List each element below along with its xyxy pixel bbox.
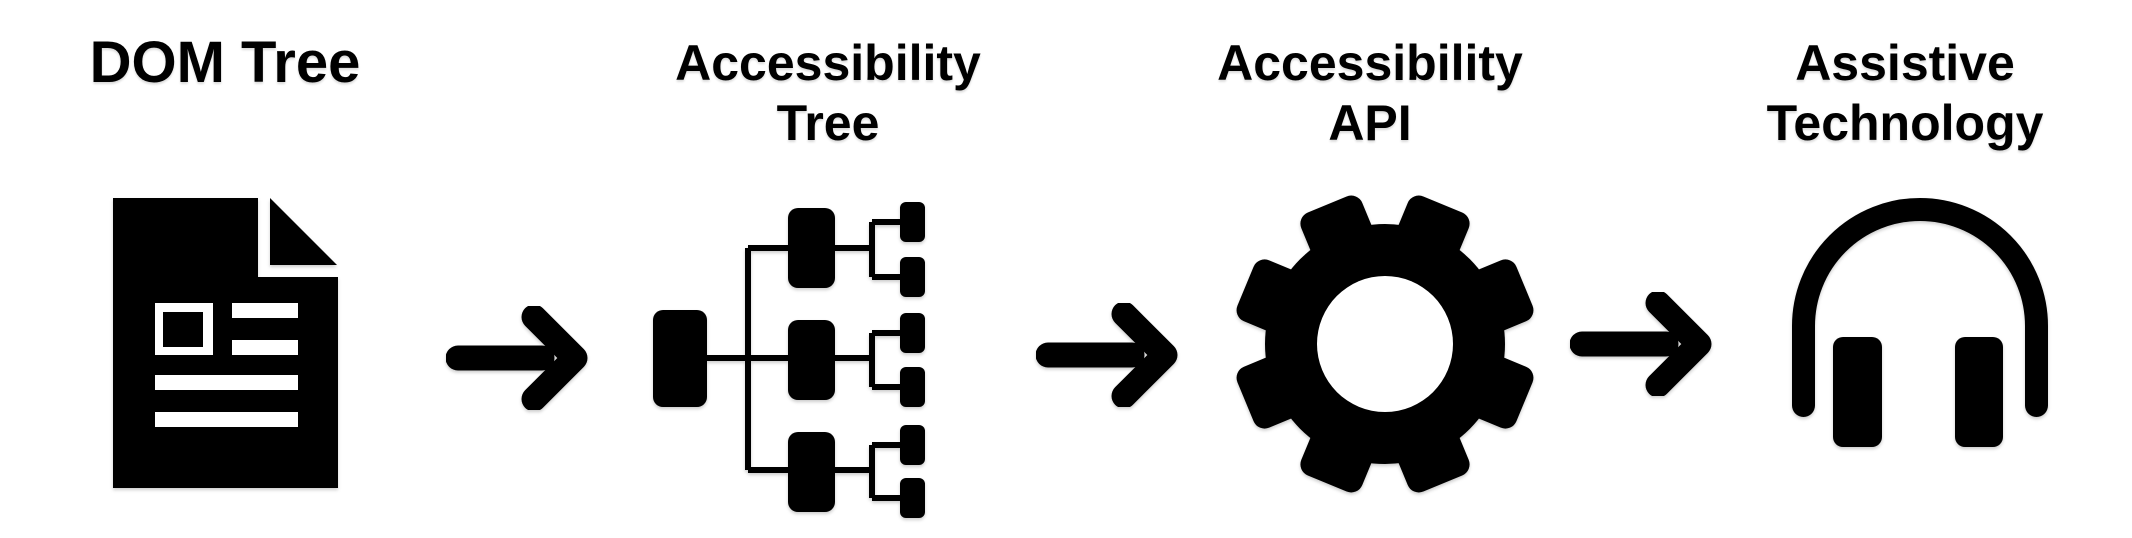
right-arrow-icon — [1570, 292, 1712, 396]
stage-label-accessibility-tree: Accessibility Tree — [628, 33, 1028, 153]
stage-label-assistive-technology: Assistive Technology — [1705, 33, 2105, 153]
right-arrow-icon — [1036, 303, 1178, 407]
stage-label-line: DOM Tree — [89, 30, 361, 95]
stage-label-line: Assistive — [1795, 35, 2015, 91]
tree-icon — [653, 202, 925, 518]
headphones-icon — [1792, 198, 2048, 447]
gear-icon — [1236, 195, 1534, 493]
right-arrow-icon — [446, 306, 588, 410]
stage-label-line: Technology — [1766, 95, 2044, 151]
stage-label-line: Accessibility — [675, 35, 981, 91]
stage-label-accessibility-api: Accessibility API — [1170, 33, 1570, 153]
document-icon — [113, 198, 338, 488]
stage-label-line: Accessibility — [1217, 35, 1523, 91]
stage-label-dom-tree: DOM Tree — [25, 33, 425, 93]
stage-label-line: Tree — [776, 95, 880, 151]
stage-label-line: API — [1328, 95, 1412, 151]
